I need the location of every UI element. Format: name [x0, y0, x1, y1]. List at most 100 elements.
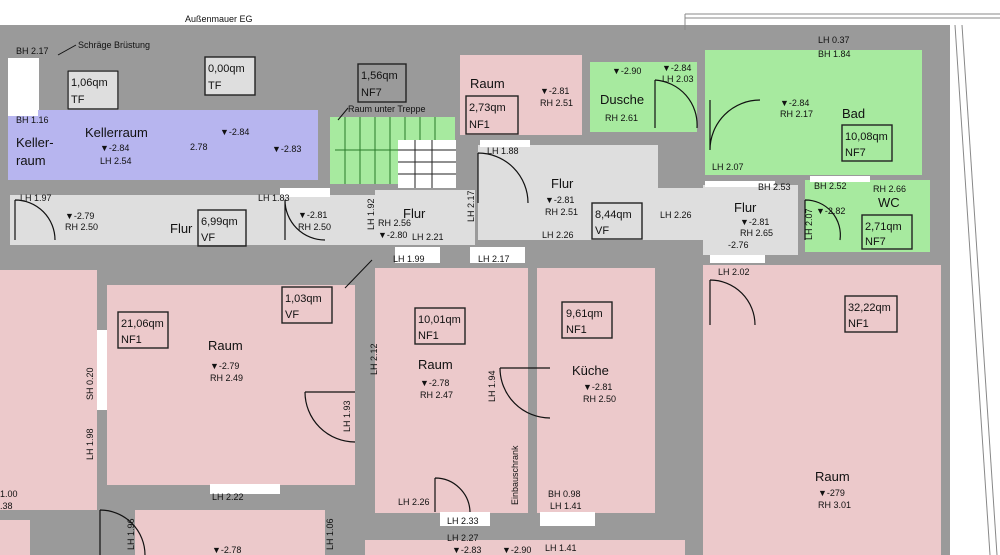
stair-spiral	[398, 140, 456, 188]
flur-left-use: VF	[201, 232, 215, 244]
flur-right-rh: RH 2.65	[740, 228, 773, 238]
raum-a-area: 21,06qm	[121, 318, 164, 330]
white-stair-core	[398, 140, 456, 188]
room-raum-b	[375, 268, 528, 513]
flur-stair-rh: RH 2.56	[378, 218, 411, 228]
room-bad	[705, 50, 922, 175]
kueche-name: Küche	[572, 363, 609, 378]
stair-landing	[375, 190, 475, 245]
flur-right-name: Flur	[734, 200, 757, 215]
flur-mid-lh: LH 1.88	[487, 146, 519, 156]
flur-mid-area: 8,44qm	[595, 209, 632, 221]
flur-stair-name: Flur	[403, 206, 426, 221]
kueche-h: ▼-2.81	[583, 382, 612, 392]
dusche-h2: ▼-2.84	[662, 63, 691, 73]
kellerraum-h2: ▼-2.84	[220, 127, 249, 137]
flur-right-bh: BH 2.53	[758, 182, 791, 192]
dusche-lh: LH 2.03	[662, 74, 694, 84]
door-swings	[14, 79, 841, 555]
vf-small-area: 1,03qm	[285, 293, 322, 305]
kellerraum-lh: LH 2.54	[100, 156, 132, 166]
kueche-einbau: Einbauschrank	[510, 445, 520, 505]
bh-217-label: BH 2.17	[16, 46, 49, 56]
flur-stair-lh2: LH 1.92	[366, 198, 376, 230]
raum-a-lh: LH 2.22	[212, 492, 244, 502]
outdoor-area	[950, 25, 1000, 555]
room-kellerraum-inner	[213, 128, 268, 180]
flur-mid-use: VF	[595, 225, 609, 237]
tf1-area: 1,06qm	[71, 77, 108, 89]
room-kellerraum-inner2	[268, 132, 310, 177]
raum-top-rh: RH 2.51	[540, 98, 573, 108]
raum-top-use: NF1	[469, 119, 490, 131]
flur-stair-rh2: RH 2.50	[298, 222, 331, 232]
flur-stair-lh: LH 2.21	[412, 232, 444, 242]
raum-b-lh4: LH 2.33	[447, 516, 479, 526]
tf1-use: TF	[71, 94, 85, 106]
edge-lh196: LH 1.96	[126, 518, 136, 550]
tf2-area: 0,00qm	[208, 63, 245, 75]
wc-rh: RH 2.66	[873, 184, 906, 194]
dusche-rh: RH 2.61	[605, 113, 638, 123]
nf7a-area: 1,56qm	[361, 70, 398, 82]
wc-lh: LH 2.07	[804, 208, 814, 240]
raum-b-lh3: LH 1.99	[393, 254, 425, 264]
raum-b-name: Raum	[418, 357, 453, 372]
room-bottom-left	[135, 510, 325, 555]
wc-h: ▼-2.82	[816, 206, 845, 216]
flur-left-rh: RH 2.50	[65, 222, 98, 232]
leader-lines	[57, 44, 373, 289]
flur-right-h: ▼-2.81	[740, 217, 769, 227]
kueche-lh3: LH 1.41	[550, 501, 582, 511]
raum-a-sh: SH 0.20	[85, 367, 95, 400]
raum-top-h: ▼-2.81	[540, 86, 569, 96]
raum-big-area: 32,22qm	[848, 302, 891, 314]
kueche-lh4: LH 1.41	[545, 543, 577, 553]
bad-name: Bad	[842, 106, 865, 121]
bad-lh: LH 2.07	[712, 162, 744, 172]
wc-bh: BH 2.52	[814, 181, 847, 191]
flur-stair-h: ▼-2.80	[378, 230, 407, 240]
keller-label: Keller-	[16, 135, 54, 150]
raum-big-lh: LH 2.02	[718, 267, 750, 277]
room-raum-a	[107, 285, 355, 485]
room-kueche	[537, 268, 655, 513]
raum-top-area: 2,73qm	[469, 102, 506, 114]
edge-left1: 1.00	[0, 489, 18, 499]
raum-top-name: Raum	[470, 76, 505, 91]
raum-b-area: 10,01qm	[418, 314, 461, 326]
aussenmauer-label: Außenmauer EG	[185, 14, 253, 24]
wc-use: NF7	[865, 236, 886, 248]
raum-big-use: NF1	[848, 318, 869, 330]
raum-a-lh2: LH 1.93	[342, 400, 352, 432]
bottom-h2: ▼-2.83	[452, 545, 481, 555]
raum-b-lh2: LH 2.12	[369, 343, 379, 375]
edge-left2: .38	[0, 501, 13, 511]
raum-b-h: ▼-2.78	[420, 378, 449, 388]
flur-mid-name: Flur	[551, 176, 574, 191]
edge-lh106: LH 1.06	[325, 518, 335, 550]
bh-184-label: BH 1.84	[818, 49, 851, 59]
area-boxes	[67, 56, 913, 349]
flur-stair-h2: ▼-2.81	[298, 210, 327, 220]
bottom-h3: ▼-2.90	[502, 545, 531, 555]
kellerraum-name: Kellerraum	[85, 125, 148, 140]
kellerraum-dim: 2.78	[190, 142, 208, 152]
raum-b-lh5: LH 2.27	[447, 533, 479, 543]
room-wc	[805, 180, 930, 252]
room-raum-left-edge	[0, 270, 97, 510]
room-flur-mid	[478, 145, 658, 240]
flur-right-h2: -2.76	[728, 240, 749, 250]
raum-a-use: NF1	[121, 334, 142, 346]
flur-left-h: ▼-2.79	[65, 211, 94, 221]
flur-mid-h: ▼-2.81	[545, 195, 574, 205]
kueche-rh: RH 2.50	[583, 394, 616, 404]
schraege-label: Schräge Brüstung	[78, 40, 150, 50]
tf2-use: TF	[208, 80, 222, 92]
room-bottom-mid	[365, 540, 685, 555]
kueche-lh2: LH 1.94	[487, 370, 497, 402]
keller-label-2: raum	[16, 153, 46, 168]
nf7a-use: NF7	[361, 87, 382, 99]
flur-stair-lh3: LH 1.83	[258, 193, 290, 203]
